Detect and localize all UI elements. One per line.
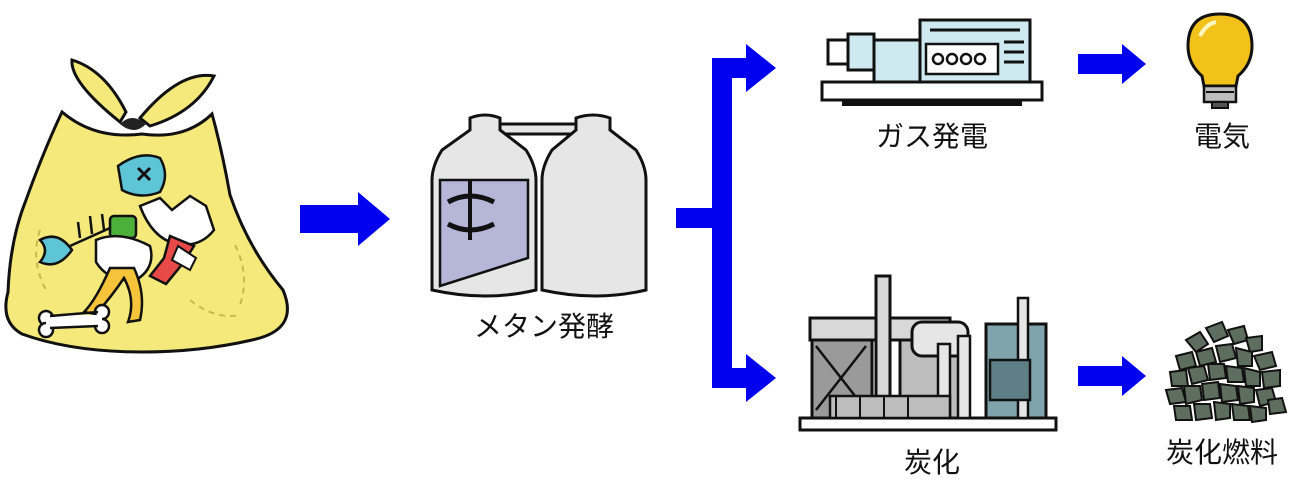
label-electricity: 電気 — [1194, 120, 1250, 153]
charcoal-pile-icon — [1164, 320, 1288, 424]
carbonization-plant-icon — [798, 274, 1058, 432]
label-carbonization: 炭化 — [904, 446, 960, 479]
gas-generator-icon — [820, 18, 1044, 106]
label-carbide-fuel: 炭化燃料 — [1166, 436, 1278, 469]
arrow-carbonization-to-fuel — [1078, 356, 1146, 396]
light-bulb-icon — [1186, 12, 1254, 109]
arrow-bag-to-tank — [300, 192, 390, 246]
methane-tank-icon — [430, 113, 648, 298]
garbage-bag-icon — [4, 58, 289, 354]
label-methane-fermentation: メタン発酵 — [474, 310, 614, 343]
arrow-gas-to-electricity — [1078, 44, 1146, 84]
branch-arrow — [676, 44, 776, 402]
label-gas-power: ガス発電 — [876, 120, 988, 153]
